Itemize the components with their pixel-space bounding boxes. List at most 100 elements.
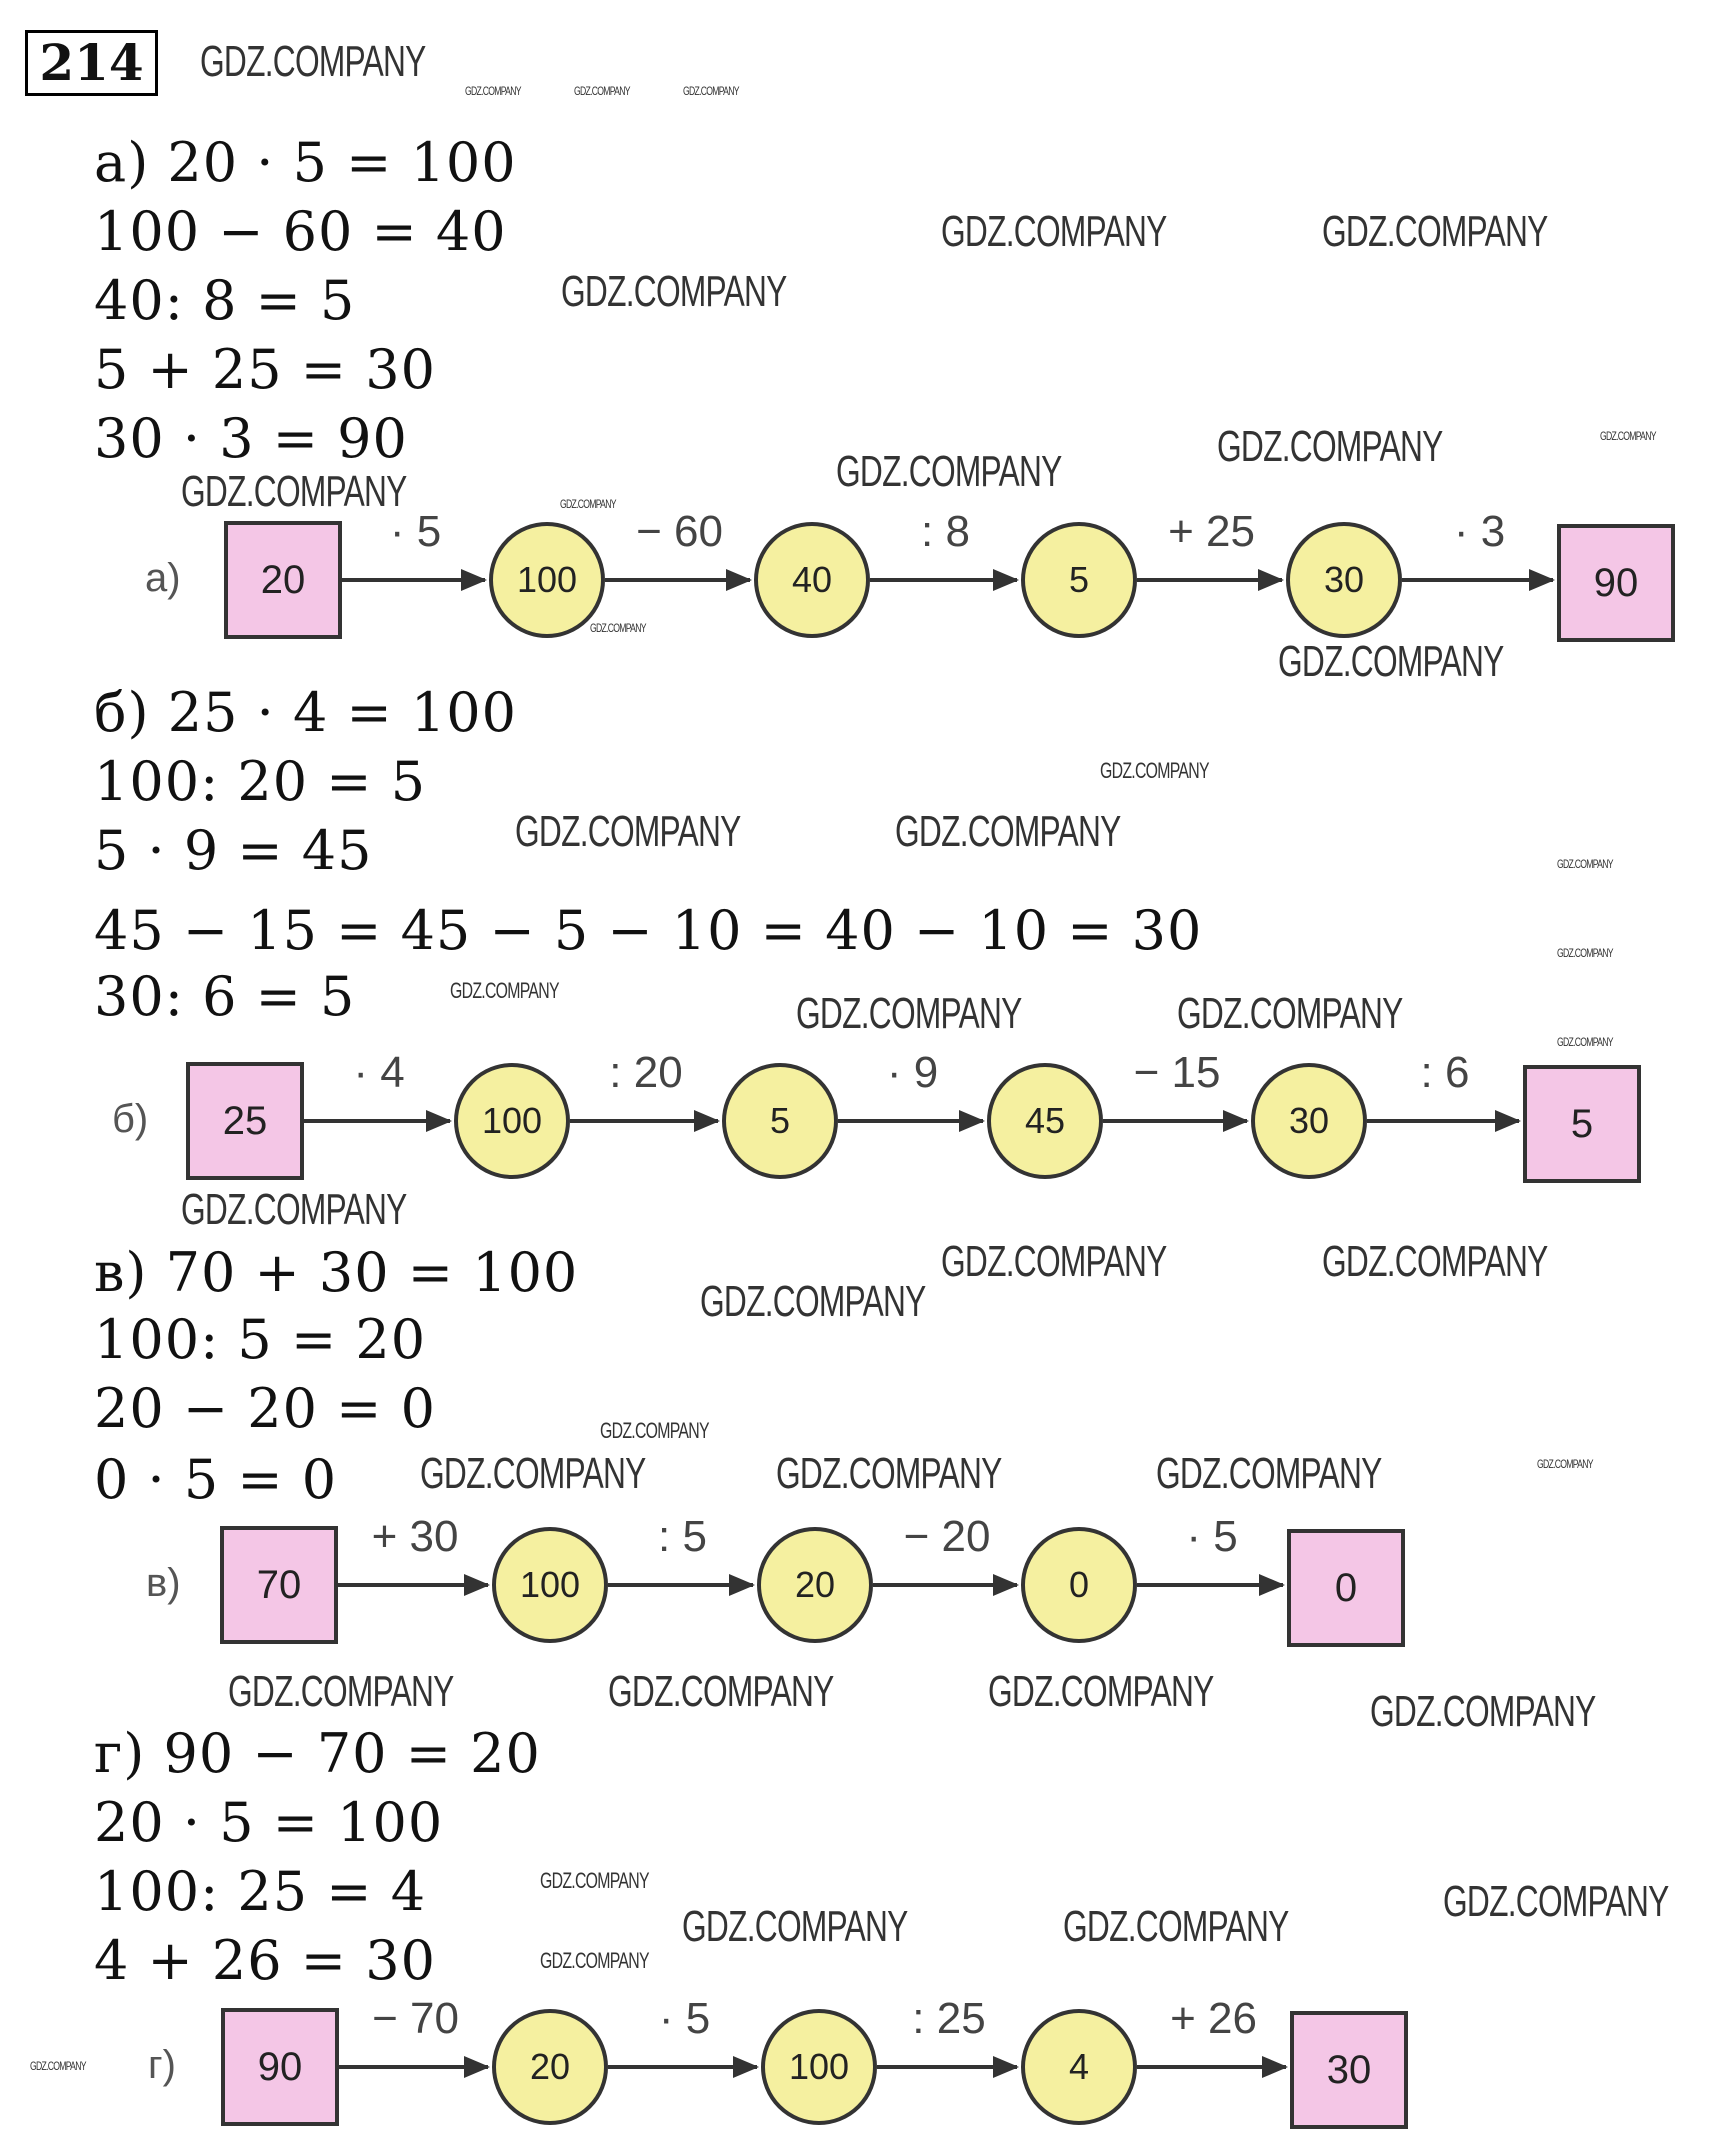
watermark: GDZ.COMPANY — [941, 1237, 1167, 1286]
watermark: GDZ.COMPANY — [540, 1948, 650, 1973]
operation-label: + 30 — [371, 1512, 459, 1561]
operation-label: · 5 — [1186, 1512, 1238, 1561]
watermark: GDZ.COMPANY — [1370, 1687, 1596, 1736]
value-circle: 30 — [1251, 1063, 1367, 1179]
equation-line: 20 · 5 = 100 — [94, 1791, 444, 1854]
watermark: GDZ.COMPANY — [450, 978, 560, 1003]
diagram-label: а) — [145, 556, 181, 600]
value-circle: 4 — [1021, 2009, 1137, 2125]
start-box: 70 — [220, 1526, 338, 1644]
start-box: 20 — [224, 521, 342, 639]
arrow — [570, 1110, 720, 1132]
arrow — [1367, 1110, 1521, 1132]
watermark: GDZ.COMPANY — [796, 989, 1022, 1038]
watermark: GDZ.COMPANY — [1443, 1877, 1669, 1926]
start-box: 90 — [221, 2008, 339, 2126]
watermark: GDZ.COMPANY — [1217, 422, 1443, 471]
watermark: GDZ.COMPANY — [600, 1418, 710, 1443]
watermark: GDZ.COMPANY — [776, 1449, 1002, 1498]
equation-line: б) 25 · 4 = 100 — [94, 681, 517, 744]
watermark: GDZ.COMPANY — [590, 621, 646, 635]
operation-label: : 25 — [912, 1994, 986, 2043]
watermark: GDZ.COMPANY — [1600, 429, 1656, 443]
watermark: GDZ.COMPANY — [465, 84, 521, 98]
value-circle: 40 — [754, 522, 870, 638]
operation-label: : 8 — [921, 507, 970, 556]
flow-diagram: б) 25 100 5 45 30 5 · 4 : 20 · 9 − 15 : 6 — [0, 1041, 1713, 1201]
value-circle: 20 — [757, 1527, 873, 1643]
arrow — [605, 569, 752, 591]
operation-label: · 4 — [353, 1048, 405, 1097]
arrow — [339, 2056, 490, 2078]
watermark: GDZ.COMPANY — [1322, 1237, 1548, 1286]
watermark: GDZ.COMPANY — [1156, 1449, 1382, 1498]
watermark: GDZ.COMPANY — [228, 1667, 454, 1716]
equation-line: в) 70 + 30 = 100 — [94, 1241, 579, 1304]
value-circle: 100 — [489, 522, 605, 638]
arrow — [838, 1110, 985, 1132]
equation-line: 100 − 60 = 40 — [94, 200, 507, 263]
operation-label: + 26 — [1170, 1994, 1257, 2043]
watermark: GDZ.COMPANY — [30, 2059, 86, 2073]
operation-label: + 25 — [1168, 507, 1255, 556]
watermark: GDZ.COMPANY — [1537, 1457, 1593, 1471]
operation-label: · 9 — [886, 1048, 939, 1097]
watermark: GDZ.COMPANY — [560, 497, 616, 511]
value-circle: 100 — [454, 1063, 570, 1179]
value-circle: 5 — [1021, 522, 1137, 638]
equation-line: 4 + 26 = 30 — [94, 1929, 436, 1992]
value-circle: 100 — [492, 1527, 608, 1643]
watermark: GDZ.COMPANY — [836, 447, 1062, 496]
operation-label: : 5 — [658, 1512, 707, 1561]
arrow — [1103, 1110, 1249, 1132]
start-box: 25 — [186, 1062, 304, 1180]
operation-label: − 70 — [372, 1994, 459, 2043]
arrow — [608, 2056, 759, 2078]
operation-label: : 20 — [609, 1048, 683, 1097]
value-circle: 30 — [1286, 522, 1402, 638]
equation-line: 30: 6 = 5 — [94, 965, 356, 1028]
watermark: GDZ.COMPANY — [561, 267, 787, 316]
arrow — [877, 2056, 1019, 2078]
operation-label: : 6 — [1420, 1048, 1470, 1097]
value-circle: 0 — [1021, 1527, 1137, 1643]
arrow — [873, 1574, 1019, 1596]
arrow — [1137, 2056, 1288, 2078]
diagram-label: б) — [112, 1097, 149, 1141]
end-box: 0 — [1287, 1529, 1405, 1647]
watermark: GDZ.COMPANY — [700, 1277, 926, 1326]
arrow — [342, 569, 487, 591]
equation-line: а) 20 · 5 = 100 — [94, 131, 517, 194]
operation-label: − 60 — [636, 507, 723, 556]
arrow — [338, 1574, 490, 1596]
value-circle: 5 — [722, 1063, 838, 1179]
watermark: GDZ.COMPANY — [1177, 989, 1403, 1038]
watermark: GDZ.COMPANY — [1278, 637, 1504, 686]
operation-label: − 15 — [1133, 1048, 1221, 1097]
equation-line: 40: 8 = 5 — [94, 269, 356, 332]
diagram-label: г) — [148, 2043, 176, 2087]
operation-label: − 20 — [903, 1512, 991, 1561]
equation-line: 5 + 25 = 30 — [94, 338, 436, 401]
watermark: GDZ.COMPANY — [1557, 1035, 1613, 1049]
watermark: GDZ.COMPANY — [200, 37, 426, 86]
arrow — [304, 1110, 452, 1132]
watermark: GDZ.COMPANY — [420, 1449, 646, 1498]
watermark: GDZ.COMPANY — [1100, 758, 1210, 783]
equation-line: 0 · 5 = 0 — [94, 1448, 338, 1511]
watermark: GDZ.COMPANY — [988, 1667, 1214, 1716]
arrow — [1137, 569, 1284, 591]
equation-line: г) 90 − 70 = 20 — [94, 1722, 541, 1785]
watermark: GDZ.COMPANY — [941, 207, 1167, 256]
problem-number: 214 — [25, 30, 158, 96]
value-circle: 100 — [761, 2009, 877, 2125]
equation-line: 5 · 9 = 45 — [94, 819, 373, 882]
watermark: GDZ.COMPANY — [608, 1667, 834, 1716]
equation-line: 100: 20 = 5 — [94, 750, 427, 813]
equation-line: 20 − 20 = 0 — [94, 1377, 436, 1440]
value-circle: 45 — [987, 1063, 1103, 1179]
end-box: 5 — [1523, 1065, 1641, 1183]
watermark: GDZ.COMPANY — [682, 1902, 908, 1951]
